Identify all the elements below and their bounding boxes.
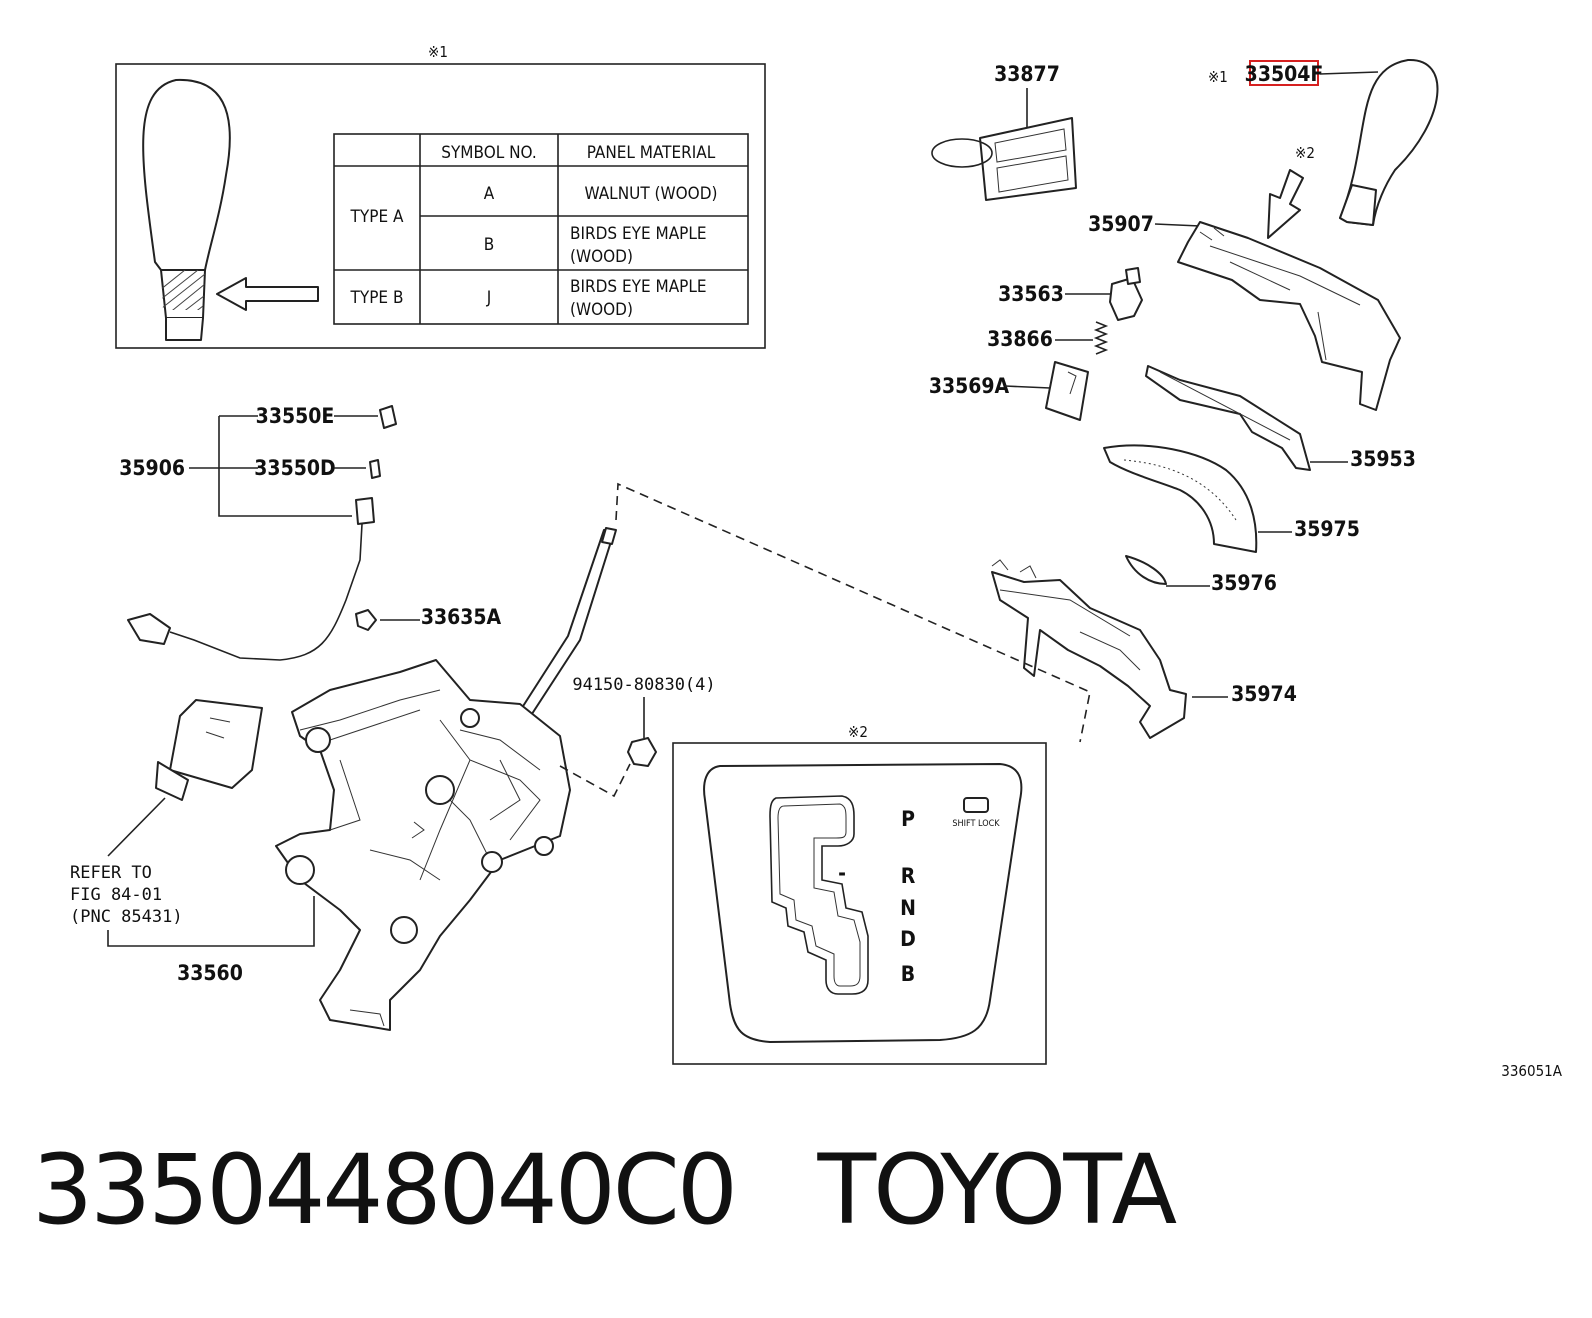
parts-diagram: ※1 SYMBOL NO. PANEL MATERIAL TYPE A <box>70 43 1563 1080</box>
shift-bezel-illustration <box>1177 221 1401 411</box>
part-label-33569a: 33569A <box>929 374 1010 398</box>
panel-material-table: SYMBOL NO. PANEL MATERIAL TYPE A A WALNU… <box>333 133 749 325</box>
table-header-material: PANEL MATERIAL <box>587 143 716 163</box>
left-arrow-icon <box>216 277 319 311</box>
refer-line2: FIG 84-01 <box>70 885 162 905</box>
note1-marker-knob: ※1 <box>1208 68 1228 86</box>
gear-minus: - <box>838 861 846 885</box>
shift-lock-label: SHIFT LOCK <box>952 819 1000 829</box>
table-cell-symbol-a: A <box>484 184 495 204</box>
shift-gate-slot <box>769 795 869 995</box>
table-cell-type-a: TYPE A <box>350 207 404 227</box>
knob-base <box>165 317 204 341</box>
table-cell-material-j-line2: (WOOD) <box>570 300 633 320</box>
note2-marker-upper: ※2 <box>1295 144 1315 162</box>
part-35907: 35907 <box>1088 212 1401 411</box>
clip-illustration <box>1125 555 1167 585</box>
socket-illustration <box>355 497 375 525</box>
part-35975: 35975 <box>1103 444 1360 553</box>
table-cell-material-a: WALNUT (WOOD) <box>585 184 718 204</box>
indicator-box-frame <box>672 742 1047 1065</box>
highlight-box <box>1249 60 1319 86</box>
part-35974: 35974 <box>991 559 1297 739</box>
part-label-33560: 33560 <box>177 961 243 985</box>
part-33877: 33877 <box>931 62 1077 201</box>
gear-d: D <box>900 927 916 951</box>
part-35953: 35953 <box>1145 365 1416 471</box>
table-cell-material-b-line2: (WOOD) <box>570 247 633 267</box>
part-label-35907: 35907 <box>1088 212 1154 236</box>
part-label-35976: 35976 <box>1211 571 1277 595</box>
down-arrow-icon <box>1267 169 1304 239</box>
part-label-33635a: 33635A <box>421 605 502 629</box>
table-header-symbol: SYMBOL NO. <box>441 143 537 163</box>
table-cell-symbol-j: J <box>486 288 492 308</box>
part-35906-assembly: 35906 33550E 33550D <box>119 404 397 661</box>
bulb-illustration <box>369 459 381 479</box>
gear-r: R <box>901 864 916 888</box>
bracket-illustration <box>991 571 1187 739</box>
gear-b: B <box>901 962 915 986</box>
table-cell-symbol-b: B <box>484 235 495 255</box>
knob-material-detail: ※1 SYMBOL NO. PANEL MATERIAL TYPE A <box>115 43 766 349</box>
shift-knob-illustration <box>142 78 231 271</box>
knob-hatch <box>161 270 205 310</box>
part-33560: 33560 <box>107 527 617 1031</box>
table-cell-type-b: TYPE B <box>350 288 404 308</box>
shift-lock-solenoid: REFER TO FIG 84-01 (PNC 85431) <box>70 699 263 927</box>
shift-block-illustration <box>1045 361 1089 421</box>
part-label-33563: 33563 <box>998 282 1064 306</box>
part-label-35975: 35975 <box>1294 517 1360 541</box>
part-label-35953: 35953 <box>1350 447 1416 471</box>
part-label-33866: 33866 <box>987 327 1053 351</box>
table-cell-material-b-line1: BIRDS EYE MAPLE <box>570 224 707 244</box>
part-33635a: 33635A <box>355 605 502 631</box>
part-94150: 94150-80830(4) <box>572 675 716 767</box>
label-loop <box>931 138 993 168</box>
shift-button-illustration <box>1109 277 1143 321</box>
refer-line3: (PNC 85431) <box>70 907 183 927</box>
cover-plate-illustration <box>1145 365 1311 471</box>
footer-title: 3350448040C0 TOYOTA <box>32 1137 1177 1244</box>
part-33569a: 33569A <box>929 361 1089 421</box>
dashed-link-lower <box>559 763 631 798</box>
footer-part-number: 3350448040C0 <box>32 1134 738 1246</box>
part-label-94150: 94150-80830(4) <box>572 675 715 695</box>
part-label-33550e: 33550E <box>256 404 335 428</box>
part-33504f[interactable]: ※1 33504F <box>1208 58 1439 226</box>
spring-illustration <box>1093 321 1109 355</box>
note2-arrow: ※2 <box>1267 144 1315 239</box>
part-33866: 33866 <box>987 321 1109 355</box>
shift-lever-housing-illustration <box>275 659 571 1031</box>
gear-n: N <box>900 896 916 920</box>
refer-line1: REFER TO <box>70 863 152 883</box>
connector-illustration <box>127 613 171 645</box>
nut-illustration <box>627 737 657 767</box>
dashed-link-upper <box>615 482 1091 743</box>
shift-lock-button-icon <box>963 797 989 813</box>
part-35976: 35976 <box>1125 555 1277 595</box>
part-label-35974: 35974 <box>1231 682 1297 706</box>
table-cell-material-j-line1: BIRDS EYE MAPLE <box>570 277 707 297</box>
note2-marker-lower: ※2 <box>848 723 868 741</box>
indicator-panel-illustration <box>703 763 1023 1043</box>
label-sheet-illustration <box>979 117 1077 201</box>
shutter-illustration <box>1103 444 1258 553</box>
footer-brand: TOYOTA <box>817 1134 1177 1246</box>
shift-indicator-detail: ※2 P R N D B - SHIFT LOCK <box>672 723 1047 1065</box>
part-label-33877: 33877 <box>994 62 1060 86</box>
part-label-33550d: 33550D <box>254 456 335 480</box>
part-label-35906: 35906 <box>119 456 185 480</box>
bulb-cap-illustration <box>379 405 397 429</box>
detail-box-frame <box>115 63 766 349</box>
clip-33635a-illustration <box>355 609 377 631</box>
shift-knob-33504f-illustration <box>1339 58 1439 226</box>
gear-p: P <box>901 807 915 831</box>
diagram-ref-code: 336051A <box>1501 1062 1563 1080</box>
wire-harness <box>169 523 363 661</box>
solenoid-illustration <box>169 699 263 789</box>
part-label-33504f[interactable]: 33504F <box>1245 62 1324 86</box>
note1-marker: ※1 <box>428 43 448 61</box>
part-33563: 33563 <box>998 267 1143 321</box>
